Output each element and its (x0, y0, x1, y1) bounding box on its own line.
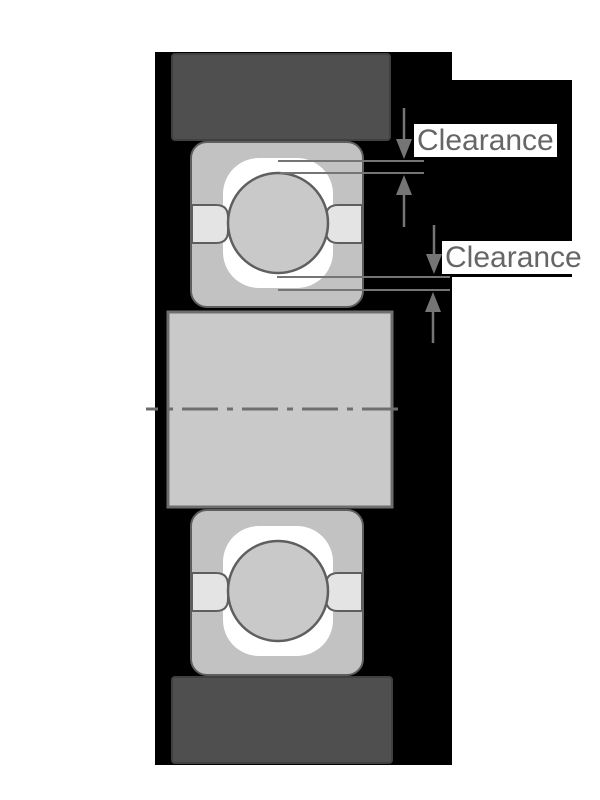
bearing-bottom (189, 508, 365, 677)
housing-block-top (171, 53, 391, 141)
clearance-label-top: Clearance (414, 124, 557, 157)
housing-block-bottom (171, 676, 393, 764)
clearance-label-bottom: Clearance (442, 241, 585, 274)
down-arrow-icon (396, 108, 412, 159)
down-arrow-icon (426, 225, 442, 274)
up-arrow-icon (396, 175, 412, 227)
up-arrow-icon (425, 292, 441, 343)
bearing-top (189, 140, 365, 309)
